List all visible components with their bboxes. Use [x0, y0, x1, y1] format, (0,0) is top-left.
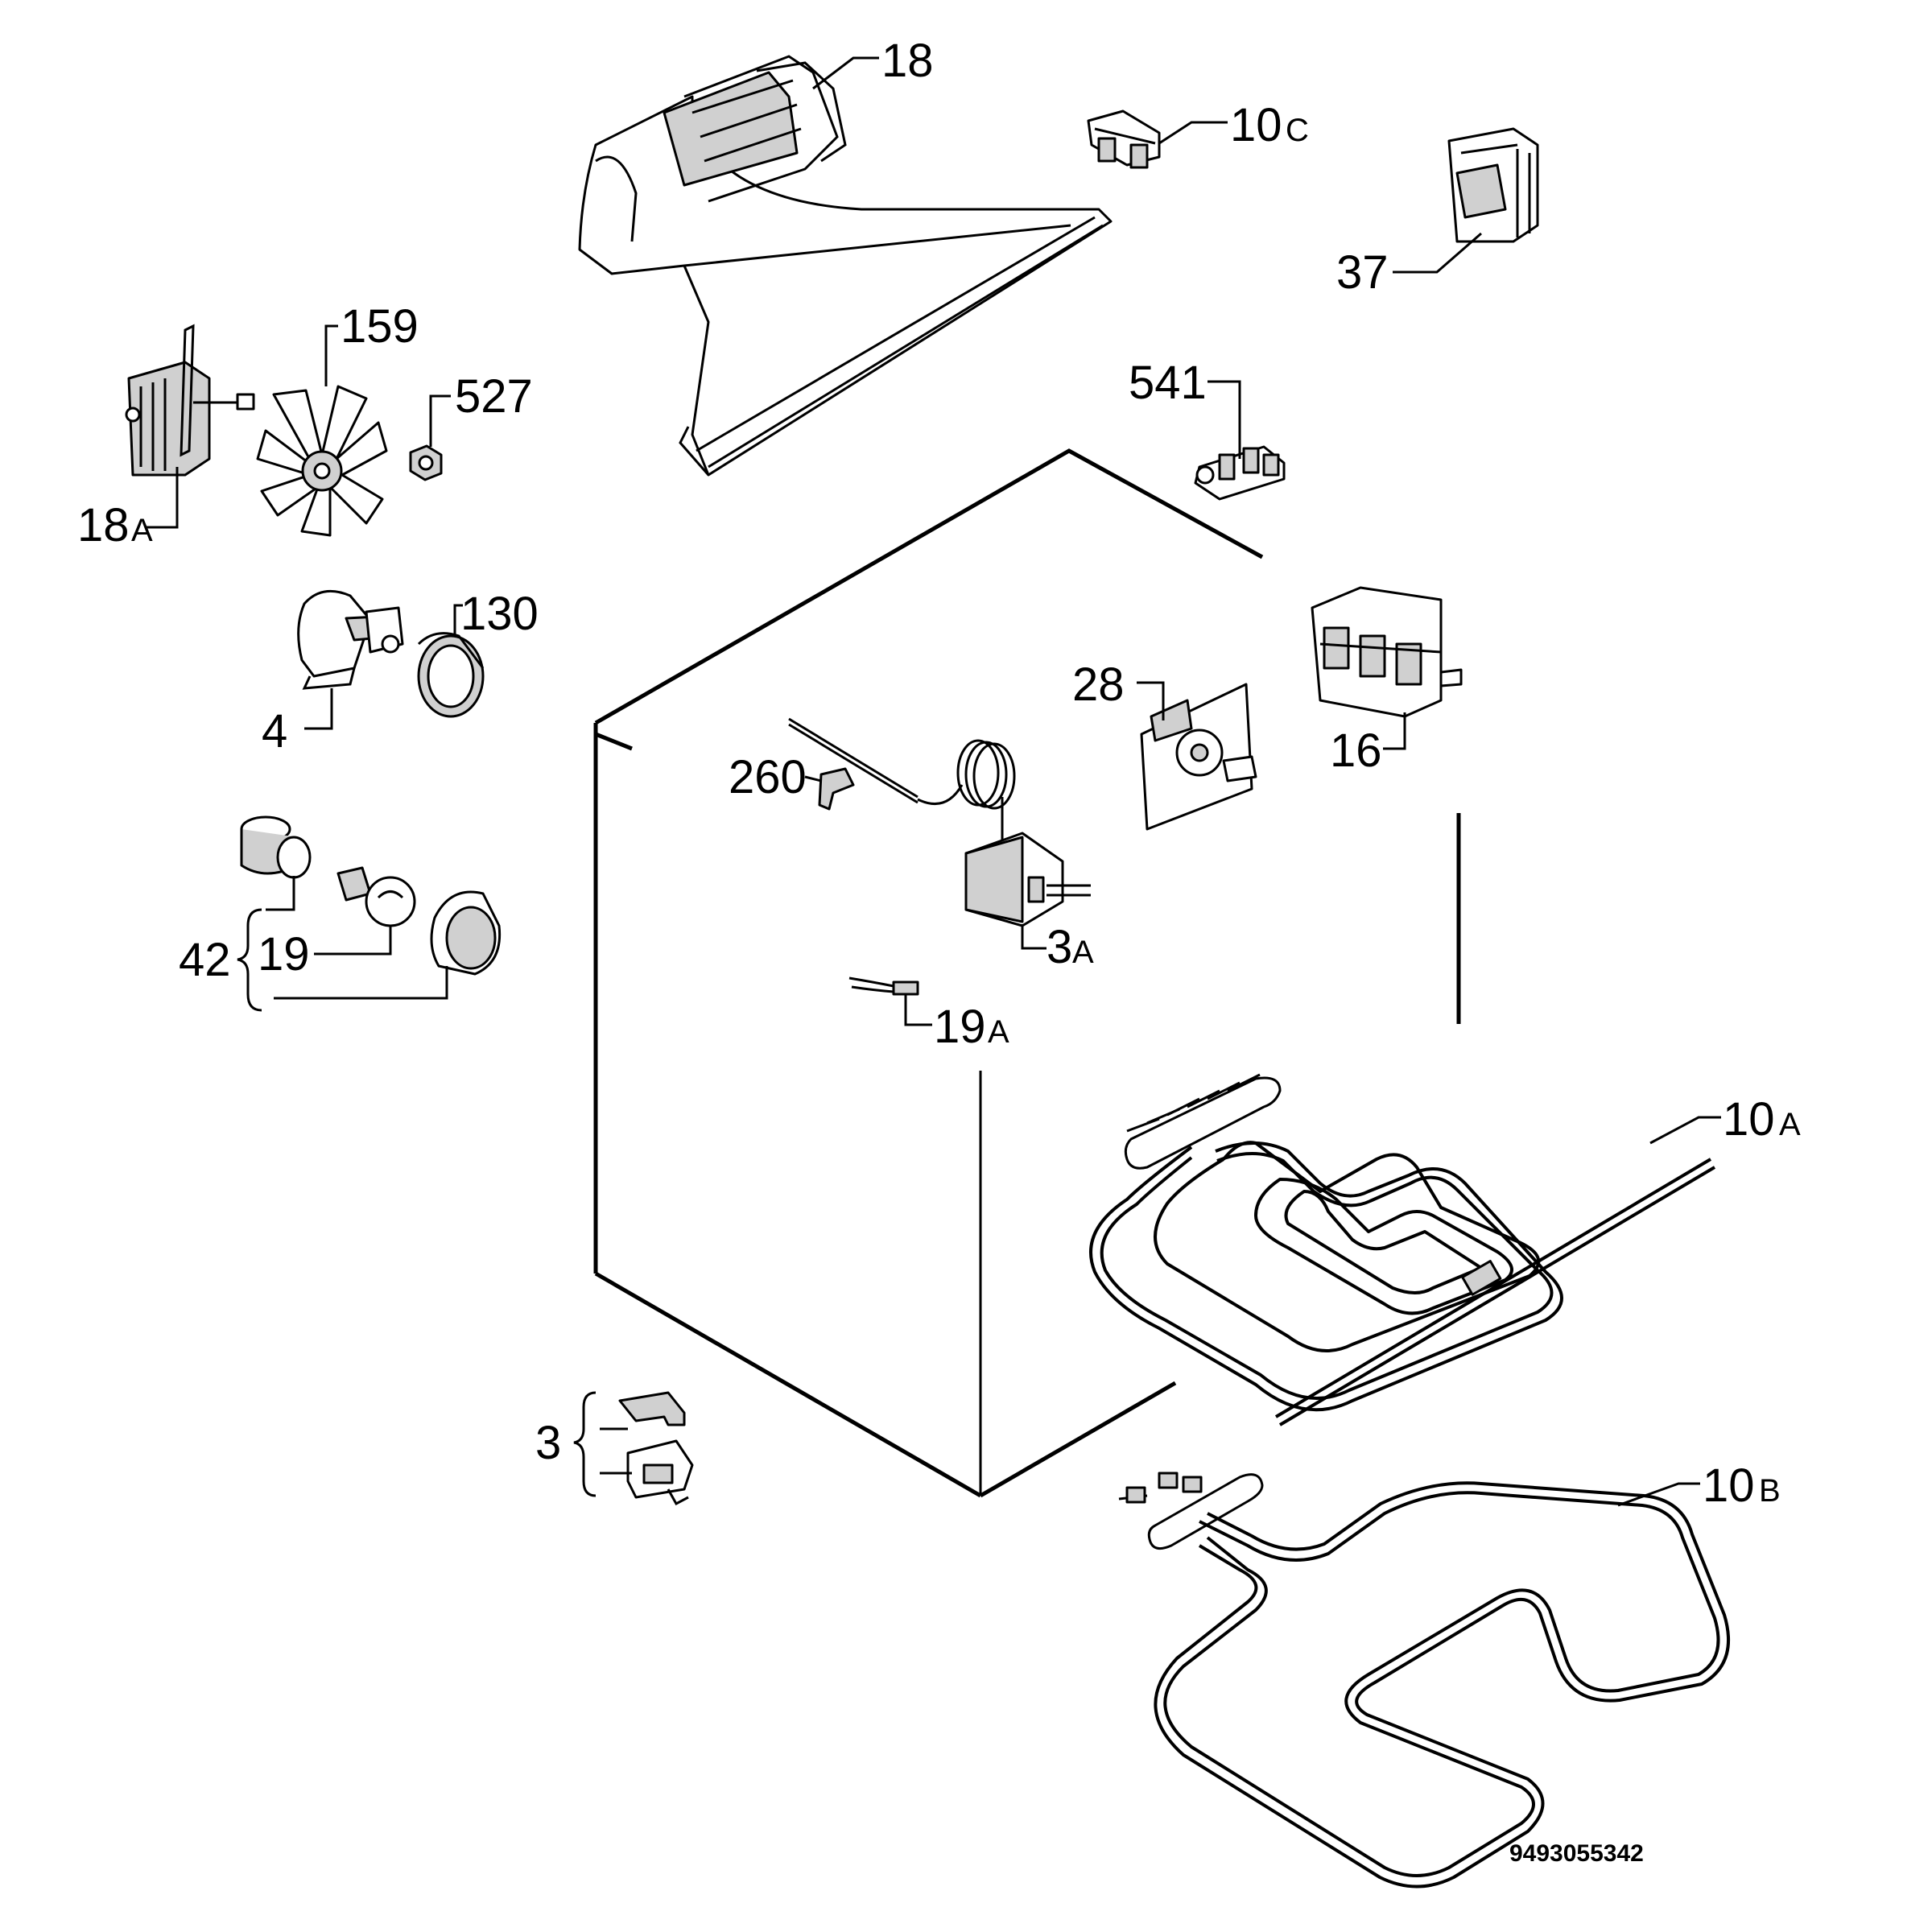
label-16: 16: [1330, 724, 1382, 777]
wire-part-19a: [848, 976, 919, 996]
callout-130: 130: [453, 588, 539, 640]
callout-527: 527: [429, 370, 533, 447]
label-260: 260: [729, 751, 807, 803]
label-37: 37: [1336, 246, 1389, 299]
label-19a-suffix: A: [988, 1014, 1009, 1050]
callout-4: 4: [262, 688, 333, 758]
fan-blade-part-159: [256, 385, 388, 537]
label-42: 42: [179, 934, 231, 986]
relay-part-37: [1447, 127, 1539, 243]
callout-37: 37: [1336, 232, 1482, 299]
callout-3a: 3 A: [1021, 921, 1094, 973]
callout-541: 541: [1129, 357, 1241, 459]
label-10a-suffix: A: [1779, 1107, 1801, 1142]
motor-part-4: [297, 589, 404, 690]
label-19: 19: [258, 928, 310, 980]
callout-3: 3: [535, 1391, 632, 1497]
label-159: 159: [341, 300, 419, 353]
bottom-element-part-10b: [1118, 1472, 1731, 1889]
label-18a: 18: [77, 499, 130, 551]
lamp-cover-part-42: [430, 890, 502, 976]
callout-10a: 10 A: [1649, 1093, 1801, 1146]
label-19a: 19: [934, 1001, 986, 1053]
fan-cover-part-18: [578, 55, 1113, 477]
selector-switch-part-16: [1311, 586, 1463, 718]
callout-18a: 18 A: [77, 467, 179, 551]
lamp-holder-part-42: [240, 815, 312, 879]
label-10b-suffix: B: [1759, 1473, 1781, 1509]
label-527: 527: [455, 370, 533, 423]
terminal-block-part-541: [1194, 445, 1286, 501]
callout-10c: 10 C: [1158, 99, 1309, 151]
oven-cavity-outline: [593, 448, 1461, 1498]
callout-42-group: 42 19: [179, 876, 448, 1012]
callout-19a: 19 A: [904, 994, 1009, 1053]
connector-part-10c: [1087, 109, 1161, 169]
clip-part-260: [804, 767, 855, 811]
label-541: 541: [1129, 357, 1207, 409]
label-28: 28: [1072, 658, 1125, 711]
label-10c: 10: [1230, 99, 1282, 151]
timer-part-28: [1140, 683, 1257, 831]
label-18a-suffix: A: [131, 513, 153, 548]
label-18: 18: [881, 35, 934, 87]
label-10b: 10: [1703, 1459, 1755, 1512]
lamp-bulb-part-19: [336, 866, 416, 927]
thermostat-part-3a: [788, 717, 1091, 927]
callout-28: 28: [1072, 658, 1165, 720]
drawing-code: 9493055342: [1509, 1840, 1644, 1867]
label-3: 3: [535, 1417, 561, 1469]
label-4: 4: [262, 705, 287, 758]
callout-10b: 10 B: [1617, 1459, 1781, 1512]
label-10c-suffix: C: [1286, 113, 1309, 148]
label-130: 130: [460, 588, 539, 640]
callout-18: 18: [812, 35, 934, 90]
nut-part-527: [409, 444, 443, 481]
callout-16: 16: [1330, 712, 1406, 777]
label-3a: 3: [1046, 921, 1072, 973]
fan-motor-part-18a: [125, 324, 255, 477]
latch-part-3: [618, 1391, 694, 1506]
label-3a-suffix: A: [1072, 935, 1094, 970]
callout-260: 260: [729, 751, 807, 803]
grill-element-part-10a: [1089, 1073, 1716, 1426]
ring-part-130: [417, 632, 485, 718]
label-10a: 10: [1723, 1093, 1775, 1146]
callout-159: 159: [324, 300, 419, 386]
